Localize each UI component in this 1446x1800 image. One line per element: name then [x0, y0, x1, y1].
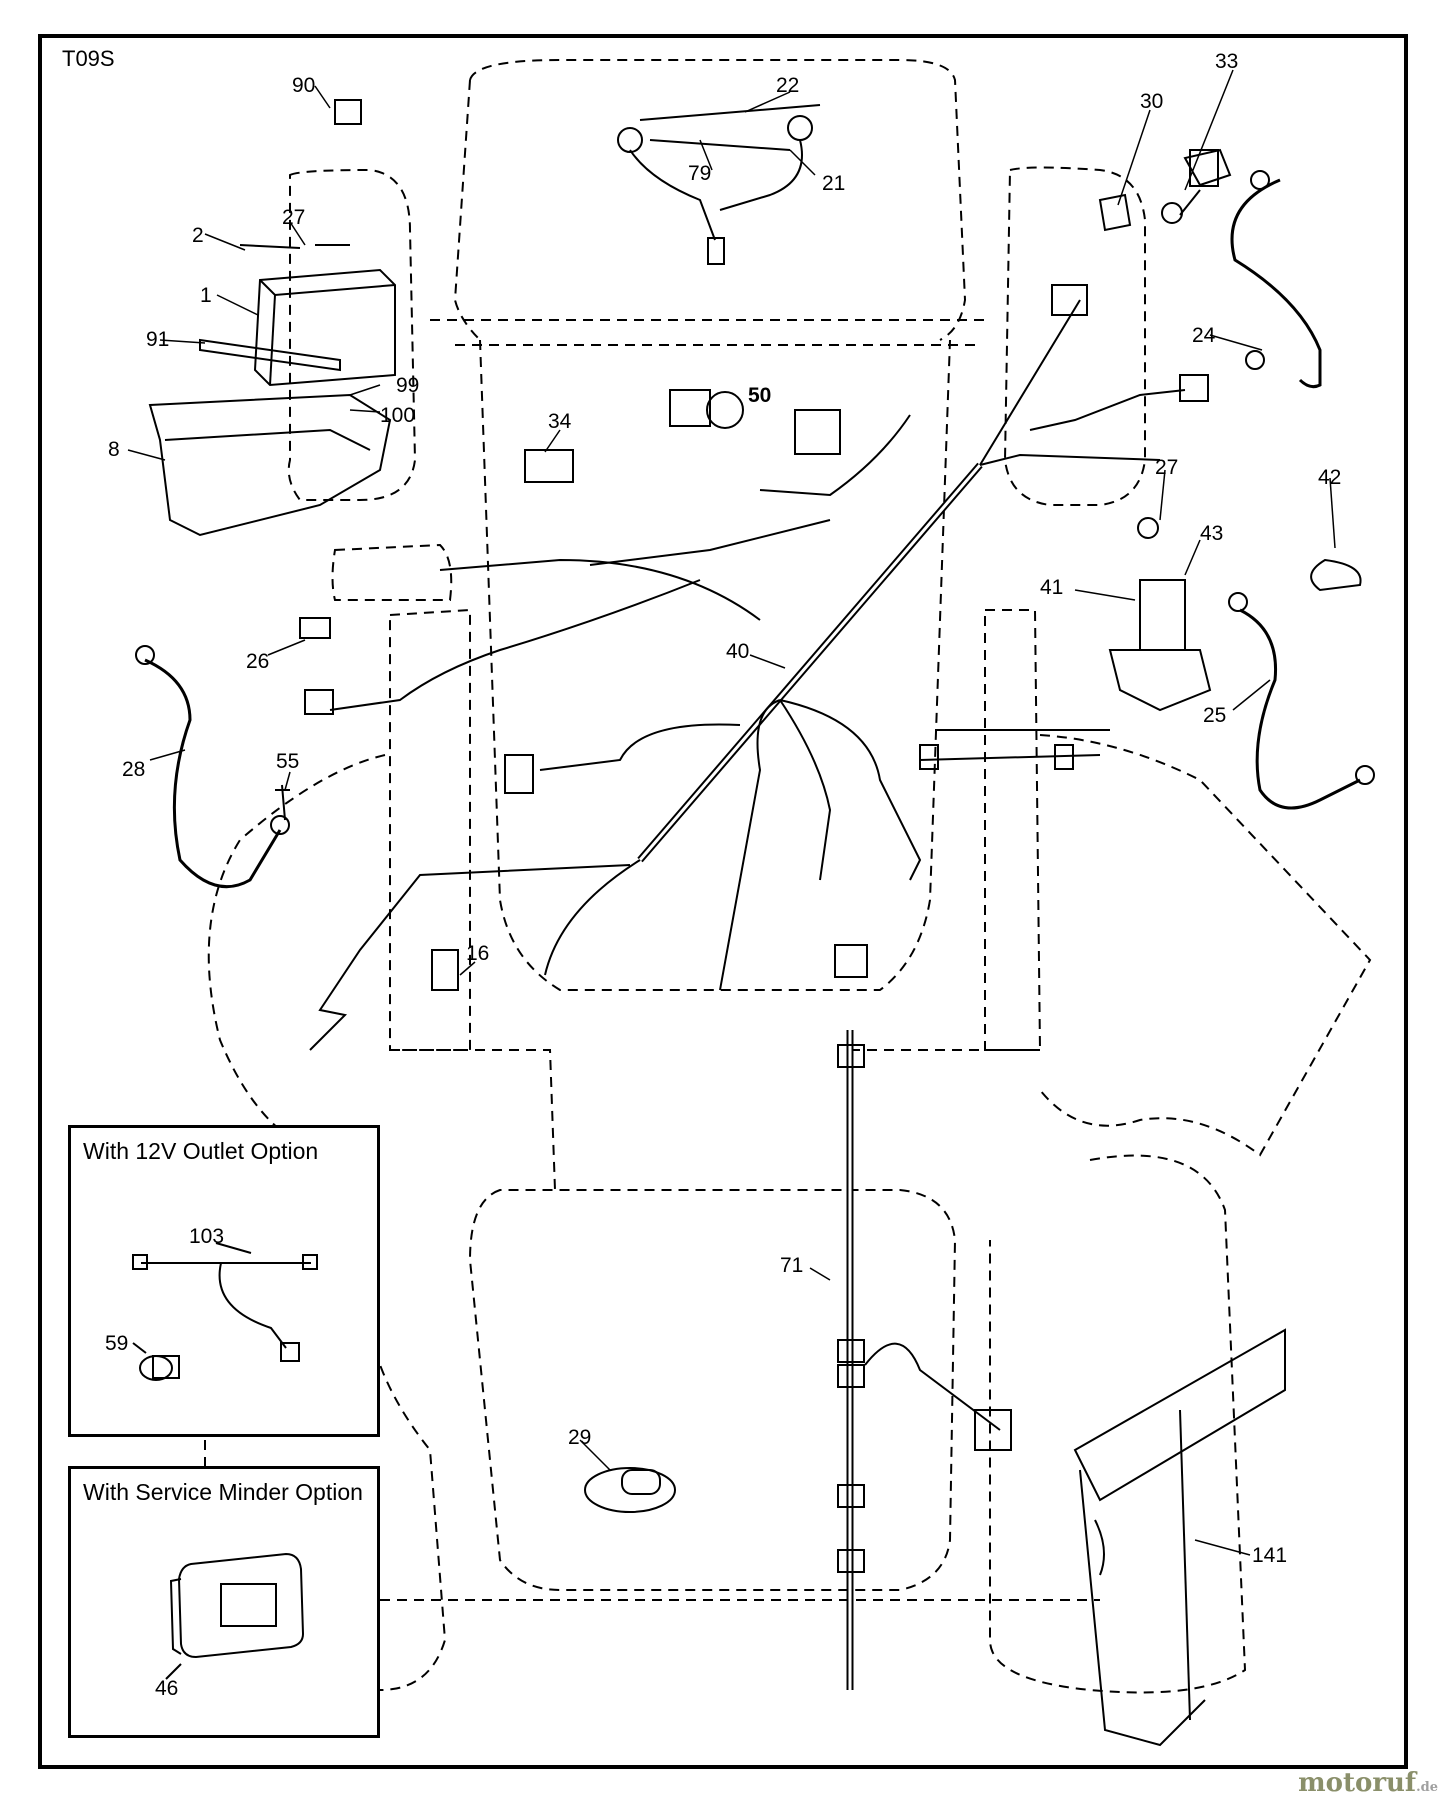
cable-24 [1230, 178, 1322, 389]
inset-title: With Service Minder Option [83, 1479, 363, 1505]
callout-79: 79 [688, 162, 711, 185]
headlight-harness [617, 104, 821, 265]
callout-71: 71 [780, 1254, 803, 1277]
diagram-frame [38, 34, 1408, 1769]
callout-103: 103 [189, 1225, 224, 1248]
inset-service-minder-parts: 46 [155, 1552, 305, 1700]
callout-27b: 27 [1155, 456, 1178, 479]
callout-27: 27 [282, 206, 305, 229]
inset-service-minder: With Service Minder Option 46 [68, 1466, 380, 1738]
battery-assembly [148, 99, 396, 537]
harness-71 [834, 944, 1012, 1690]
callout-33: 33 [1215, 50, 1238, 73]
callout-50: 50 [748, 384, 771, 407]
callout-100: 100 [380, 404, 415, 427]
main-harness [309, 299, 1186, 1051]
watermark-tld: .de [1416, 1780, 1438, 1795]
callout-2: 2 [192, 224, 204, 247]
callout-41: 41 [1040, 576, 1063, 599]
tractor-outline [204, 59, 1372, 1694]
callout-55: 55 [276, 750, 299, 773]
callout-24: 24 [1192, 324, 1216, 347]
watermark-name: motoruf [1298, 1768, 1417, 1798]
callout-16: 16 [466, 942, 489, 965]
callout-29: 29 [568, 1426, 591, 1449]
callout-28: 28 [122, 758, 145, 781]
callout-8: 8 [108, 438, 120, 461]
callout-25: 25 [1203, 704, 1226, 727]
cable-25 [1239, 608, 1361, 810]
diagram-code: T09S [62, 46, 115, 71]
callout-22: 22 [776, 74, 799, 97]
callout-99: 99 [396, 374, 419, 397]
inset-title: With 12V Outlet Option [83, 1138, 319, 1164]
callout-30: 30 [1140, 90, 1163, 113]
inset-12v-outlet: With 12V Outlet Option 103 59 [68, 1125, 380, 1437]
cable-28 [144, 658, 282, 889]
callout-40: 40 [726, 640, 749, 663]
callout-43: 43 [1200, 522, 1223, 545]
callout-141: 141 [1252, 1544, 1287, 1567]
callout-59: 59 [105, 1332, 128, 1355]
callout-42: 42 [1318, 466, 1341, 489]
watermark: motoruf.de [1298, 1768, 1438, 1798]
callout-1: 1 [200, 284, 212, 307]
inset-12v-parts: 103 59 [105, 1225, 318, 1381]
callout-46: 46 [155, 1677, 178, 1700]
callout-91: 91 [146, 328, 169, 351]
callout-90: 90 [292, 74, 315, 97]
callout-34: 34 [548, 410, 572, 433]
callout-21: 21 [822, 172, 845, 195]
callouts: 90 33 30 22 79 21 27 2 1 91 99 100 8 50 … [108, 50, 1341, 1567]
callout-26: 26 [246, 650, 269, 673]
